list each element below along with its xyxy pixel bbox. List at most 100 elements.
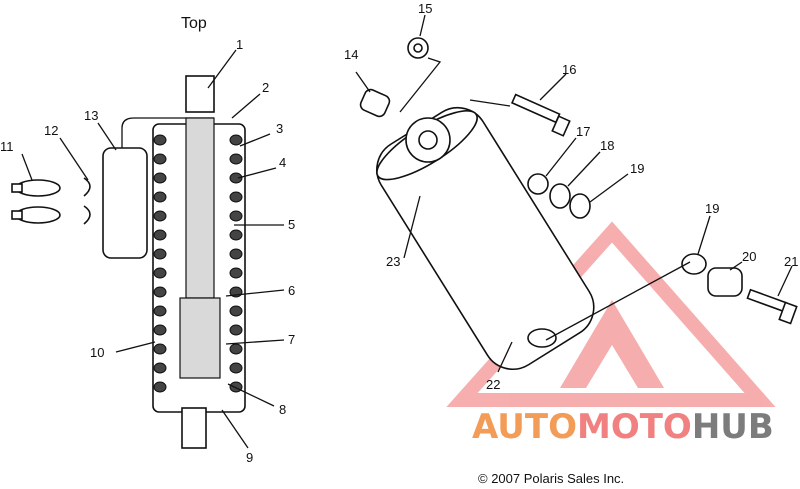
callout-20: 20 [742, 249, 756, 264]
callout-13: 13 [84, 108, 98, 123]
coil-section [153, 210, 167, 222]
leader-20 [729, 261, 743, 271]
top-label: Top [181, 15, 207, 32]
coil-section [229, 229, 243, 241]
hose-clamps [11, 179, 61, 224]
callout-1: 1 [236, 37, 243, 52]
leader-4 [237, 167, 277, 179]
leader-17 [545, 137, 577, 177]
leader-19b [697, 215, 711, 255]
callout-9: 9 [246, 450, 253, 465]
leader-6 [225, 289, 285, 297]
reservoir-canister [102, 147, 148, 259]
coil-section [229, 191, 243, 203]
leader-19a [589, 173, 629, 203]
bolt-21 [746, 288, 798, 325]
leader-12 [59, 137, 89, 181]
callout-23: 23 [386, 254, 400, 269]
shock-exploded-assembly: 14 15 16 17 18 19 19 20 21 22 23 [344, 1, 798, 392]
reservoir-hose [121, 117, 214, 148]
leader-13 [97, 122, 117, 151]
callout-4: 4 [279, 155, 286, 170]
watermark-word-auto: AUTO [472, 407, 577, 447]
copyright-notice: © 2007 Polaris Sales Inc. [478, 471, 624, 486]
coil-section [153, 191, 167, 203]
washer-18 [549, 183, 571, 209]
leader-14 [355, 71, 371, 93]
callout-22: 22 [486, 377, 500, 392]
shock-body-right [376, 106, 595, 370]
top-mount [185, 75, 215, 113]
coil-spring [153, 134, 243, 393]
bottom-mount [181, 407, 207, 449]
assembly-line-16 [469, 99, 511, 107]
leader-3 [239, 133, 271, 147]
callout-17: 17 [576, 124, 590, 139]
callout-8: 8 [279, 402, 286, 417]
coil-section [153, 172, 167, 184]
leader-23 [403, 195, 421, 259]
coil-section [229, 343, 243, 355]
coil-section [229, 153, 243, 165]
washer-19a [569, 193, 591, 219]
callout-5: 5 [288, 217, 295, 232]
retaining-clips [83, 177, 91, 225]
leader-11 [21, 153, 33, 181]
coil-section [153, 153, 167, 165]
leader-18 [567, 151, 601, 187]
washer-19b [681, 253, 707, 275]
coil-section [153, 267, 167, 279]
coil-section [153, 381, 167, 393]
coil-section [153, 134, 167, 146]
coil-section [153, 286, 167, 298]
coil-section [153, 343, 167, 355]
leader-21 [777, 265, 793, 297]
assembly-line-lower [545, 261, 691, 341]
watermark-wordmark: AUTOMOTOHUB [472, 407, 774, 447]
coil-section [229, 324, 243, 336]
watermark-inner-mark [560, 300, 664, 388]
callout-15: 15 [418, 1, 432, 16]
piston-rod [185, 117, 215, 299]
leader-22 [497, 341, 513, 373]
watermark-word-moto: MOTO [577, 407, 692, 447]
callout-11: 11 [0, 139, 14, 154]
callout-18: 18 [600, 138, 614, 153]
coil-section [153, 229, 167, 241]
bushing-14 [359, 88, 391, 118]
callout-7: 7 [288, 332, 295, 347]
callout-19b: 19 [705, 201, 719, 216]
leader-15 [419, 14, 426, 37]
coil-section [229, 248, 243, 260]
nut-17 [527, 173, 549, 195]
callout-3: 3 [276, 121, 283, 136]
shock-cutaway-assembly: Top [0, 15, 295, 465]
coil-section [229, 210, 243, 222]
coil-section [153, 248, 167, 260]
coil-section [229, 172, 243, 184]
assembly-line-15 [399, 57, 442, 113]
watermark-word-hub: HUB [692, 407, 774, 447]
leader-10 [115, 341, 156, 353]
spacer-20 [707, 267, 743, 297]
callout-19a: 19 [630, 161, 644, 176]
coil-section [153, 324, 167, 336]
leader-1 [207, 49, 237, 89]
coil-section [229, 362, 243, 374]
coil-section [153, 362, 167, 374]
leader-16 [539, 73, 567, 101]
leader-2 [231, 93, 261, 119]
bolt-16 [510, 93, 571, 137]
bottom-eye-right [527, 328, 557, 348]
coil-section [229, 134, 243, 146]
leader-9 [221, 409, 249, 449]
callout-10: 10 [90, 345, 104, 360]
lower-housing [179, 297, 221, 379]
callout-14: 14 [344, 47, 358, 62]
leader-8 [227, 383, 275, 407]
callout-6: 6 [288, 283, 295, 298]
leader-7 [225, 339, 285, 345]
callout-2: 2 [262, 80, 269, 95]
callout-12: 12 [44, 123, 58, 138]
